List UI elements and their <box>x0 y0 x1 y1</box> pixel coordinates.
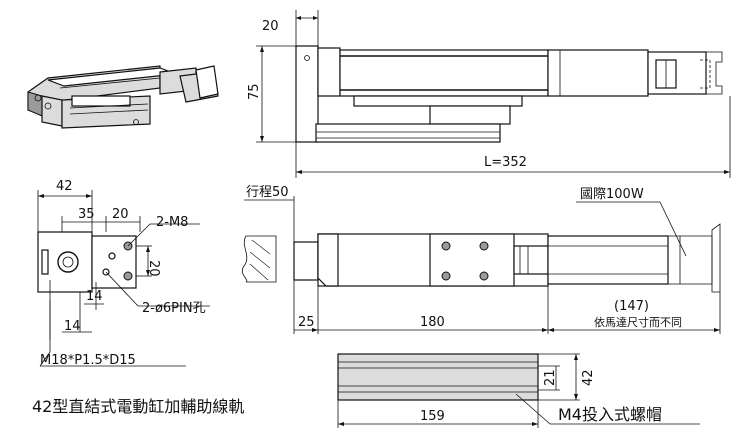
dim-20-top: 20 <box>262 19 279 34</box>
dim-159: 159 <box>420 409 445 424</box>
dim-14-b: 14 <box>64 319 81 334</box>
dim-147: (147) <box>614 299 649 314</box>
dim-21: 21 <box>543 369 558 386</box>
side-view: 20 75 L=352 <box>247 10 731 178</box>
dim-180: 180 <box>420 315 445 330</box>
dim-35: 35 <box>78 207 95 222</box>
label-stroke: 行程50 <box>246 185 289 200</box>
end-view: 42 35 20 2-M8 20 14 2-ø6PIN孔 14 M18*P1.5… <box>37 179 210 368</box>
front-view: 行程50 國際100W 25 180 (147) 依馬達尺寸而不同 <box>241 185 721 334</box>
dim-147-note: 依馬達尺寸而不同 <box>594 315 682 329</box>
label-thread: M18*P1.5*D15 <box>40 353 136 368</box>
isometric-view <box>27 65 219 129</box>
dim-25: 25 <box>298 315 315 330</box>
dim-total-length: L=352 <box>484 155 527 170</box>
dim-20-vertical: 20 <box>146 260 161 277</box>
caption-title: 42型直結式電動缸加輔助線軌 <box>32 397 244 416</box>
dim-42-end: 42 <box>56 179 73 194</box>
rail-view: 159 21 42 M4投入式螺帽 <box>337 353 700 428</box>
dim-14-a: 14 <box>86 289 103 304</box>
label-rail-screw: M4投入式螺帽 <box>558 405 662 424</box>
label-2-m8: 2-M8 <box>156 215 188 230</box>
dim-20-end: 20 <box>112 207 129 222</box>
label-pin-hole: 2-ø6PIN孔 <box>142 301 206 316</box>
dim-75: 75 <box>247 83 262 100</box>
label-motor: 國際100W <box>580 187 644 202</box>
dim-42-rail: 42 <box>581 369 596 386</box>
